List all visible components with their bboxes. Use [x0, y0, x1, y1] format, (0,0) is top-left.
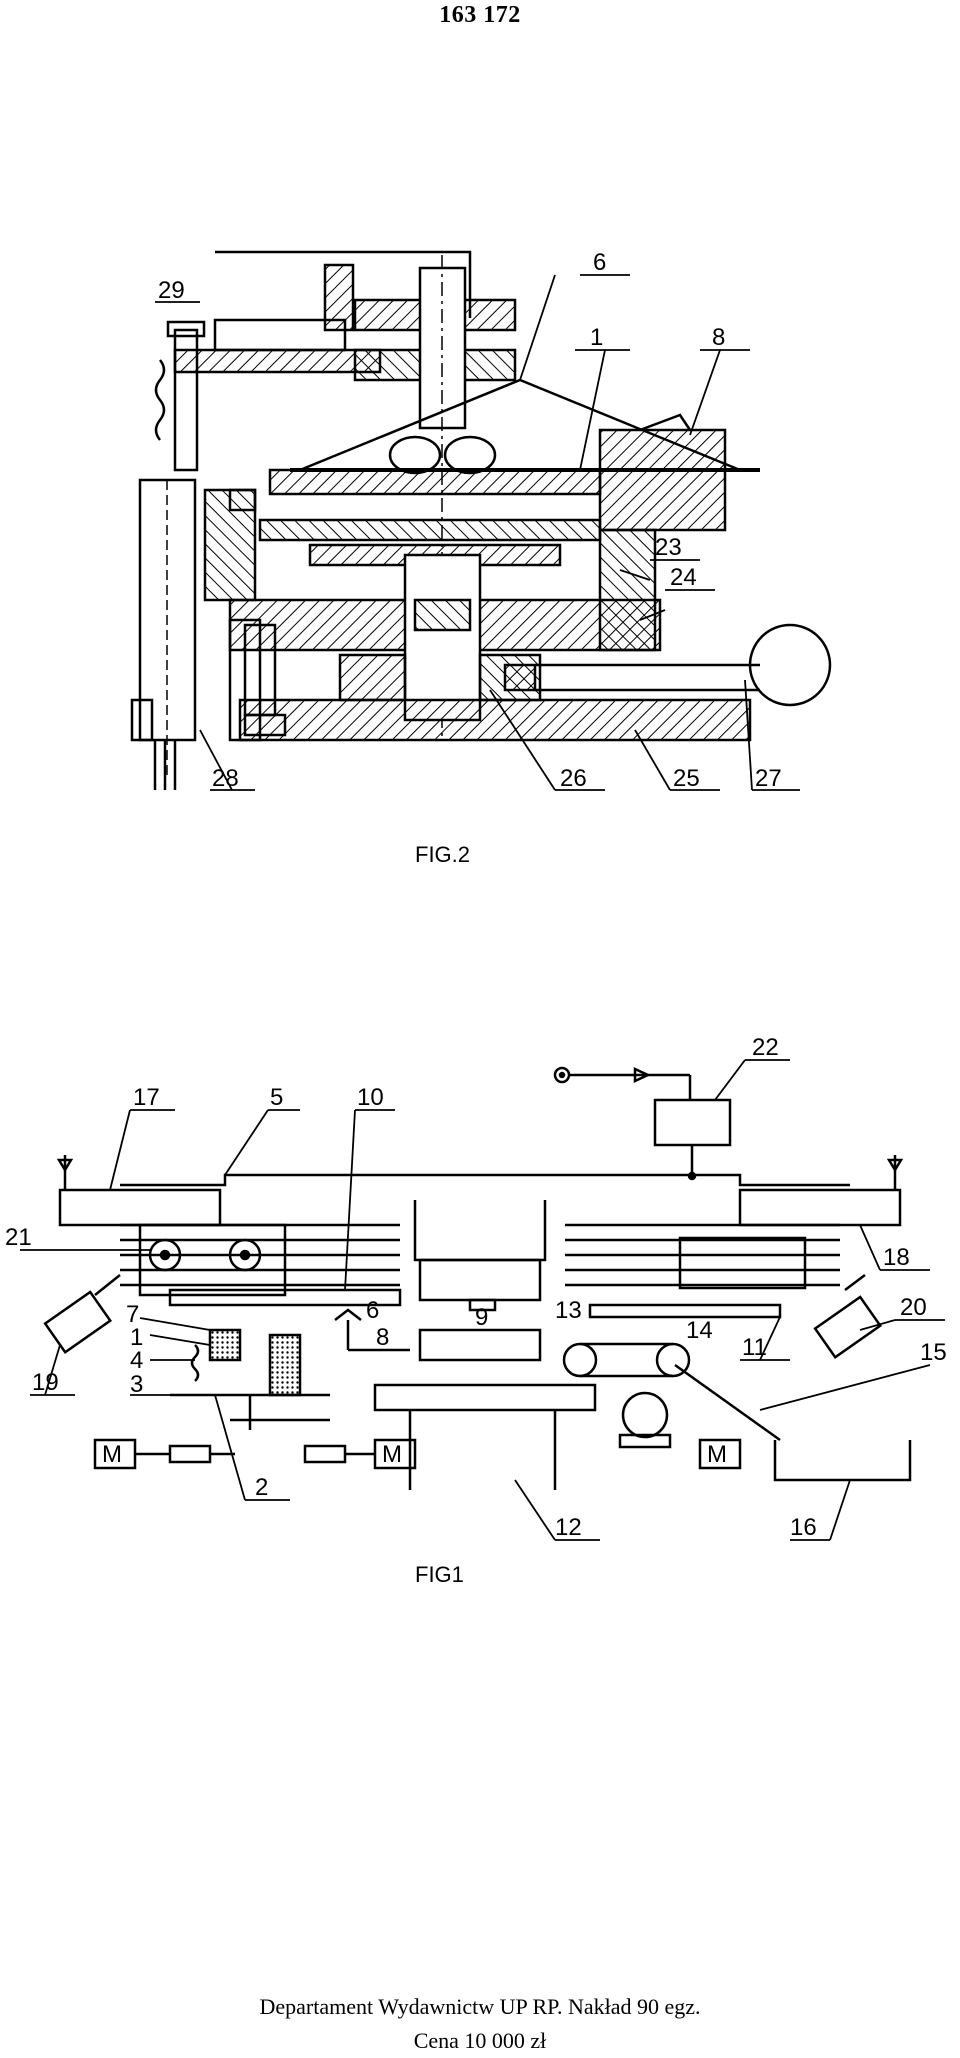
fig1-label-7: 7 — [126, 1301, 139, 1328]
footer-publisher: Departament Wydawnictw UP RP. Nakład 90 … — [259, 1994, 701, 2019]
fig1-label-19: 19 — [32, 1369, 59, 1396]
fig1-label-4: 4 — [130, 1347, 143, 1374]
fig1-label-5: 5 — [270, 1084, 283, 1111]
fig2-label-23: 23 — [655, 534, 682, 561]
fig1-label-1: 1 — [130, 1324, 143, 1351]
fig2-label-24: 24 — [670, 564, 697, 591]
fig1-label-17: 17 — [133, 1084, 160, 1111]
fig2-label-27: 27 — [755, 765, 782, 792]
figure-2-drawing: 6 1 8 29 23 24 28 26 25 27 FIG.2 — [130, 249, 832, 867]
figure-1-drawing: 22 17 5 10 21 18 19 20 7 1 4 3 6 8 9 13 … — [5, 1034, 947, 1587]
fig2-label-8: 8 — [712, 324, 725, 351]
fig1-label-22: 22 — [752, 1034, 779, 1061]
fig2-label-25: 25 — [673, 765, 700, 792]
fig1-label-6: 6 — [366, 1297, 379, 1324]
fig1-label-12: 12 — [555, 1514, 582, 1541]
footer-price: Cena 10 000 zł — [413, 2028, 547, 2053]
fig1-label-21: 21 — [5, 1224, 32, 1251]
fig2-label-6: 6 — [593, 249, 606, 276]
fig1-label-14: 14 — [686, 1317, 713, 1344]
fig2-label-29: 29 — [158, 277, 185, 304]
fig1-label-11: 11 — [742, 1334, 767, 1361]
fig1-label-10: 10 — [357, 1084, 384, 1111]
motor-right-label: M — [707, 1441, 727, 1468]
fig2-caption: FIG.2 — [415, 842, 470, 867]
motor-left-label: M — [102, 1441, 122, 1468]
fig1-label-3: 3 — [130, 1371, 143, 1398]
fig1-label-13: 13 — [555, 1297, 582, 1324]
motor-middle-label: M — [382, 1441, 402, 1468]
patent-number: 163 172 — [439, 2, 521, 28]
fig2-label-28: 28 — [212, 765, 239, 792]
fig1-label-18: 18 — [883, 1244, 910, 1271]
footer: Departament Wydawnictw UP RP. Nakład 90 … — [0, 1990, 960, 2058]
fig1-label-15: 15 — [920, 1339, 947, 1366]
fig1-label-20: 20 — [900, 1294, 927, 1321]
fig1-label-16: 16 — [790, 1514, 817, 1541]
fig1-label-8: 8 — [376, 1324, 389, 1351]
fig2-label-26: 26 — [560, 765, 587, 792]
fig1-caption: FIG1 — [415, 1562, 464, 1587]
fig1-label-2: 2 — [255, 1474, 268, 1501]
fig1-label-9: 9 — [475, 1304, 488, 1331]
fig2-label-1: 1 — [590, 324, 603, 351]
